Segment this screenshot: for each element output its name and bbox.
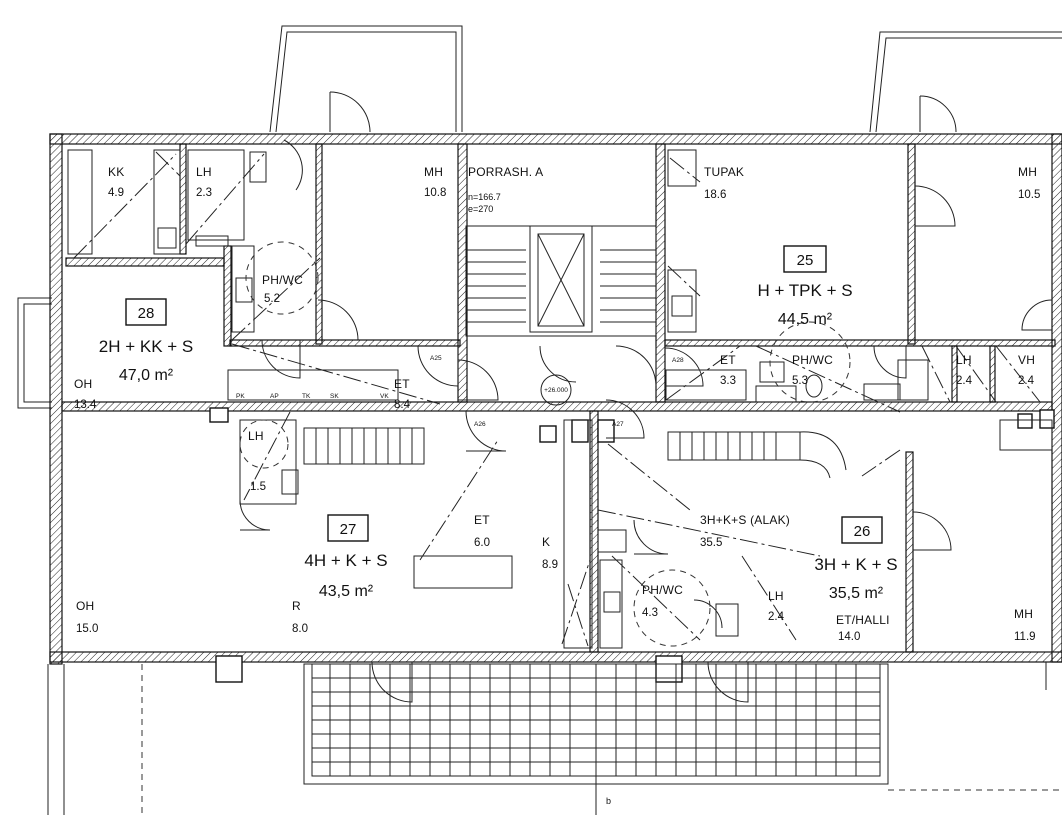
room-kk-area: 4.9	[108, 187, 124, 199]
fixture-ap: AP	[270, 393, 279, 400]
room-oh-area: 13.4	[74, 399, 97, 411]
room-et3-area: 6.0	[474, 537, 490, 549]
room-phwc3-name: PH/WC	[642, 583, 683, 597]
apartment-labels: 28 2H + KK + S 47,0 m² 27 4H + K + S 43,…	[99, 252, 898, 602]
room-et-area: 8.4	[394, 399, 411, 411]
apartment-27-type: 4H + K + S	[304, 551, 387, 570]
inner-stair-26	[667, 431, 847, 479]
stairwell	[465, 225, 657, 406]
room-r-name: R	[292, 599, 301, 613]
window-marks	[209, 407, 1055, 683]
stair-note-2: e=270	[468, 204, 493, 214]
apartment-28-size: 47,0 m²	[119, 367, 174, 384]
room-alak-name: 3H+K+S (ALAK)	[700, 513, 790, 527]
outline-dashed	[47, 664, 1062, 815]
apartment-26-size: 35,5 m²	[829, 585, 884, 602]
apartment-28-number: 28	[138, 305, 155, 322]
room-lh2-name: LH	[956, 353, 972, 367]
room-oh2-area: 15.0	[76, 623, 98, 635]
room-kk-name: KK	[108, 165, 124, 179]
room-tupak-name: TUPAK	[704, 165, 744, 179]
room-alak-area: 35.5	[700, 537, 722, 549]
room-k-name: K	[542, 535, 550, 549]
balcony-top-left	[269, 25, 463, 133]
room-phwc2-name: PH/WC	[792, 353, 833, 367]
room-mh2-area: 10.5	[1018, 189, 1040, 201]
outer-walls	[49, 133, 1062, 665]
apartment-25-size: 44,5 m²	[778, 311, 833, 328]
apartment-26-number: 26	[854, 523, 871, 540]
room-mh2-name: MH	[1018, 165, 1037, 179]
fixture-pk: PK	[236, 393, 245, 400]
room-phwc-name: PH/WC	[262, 273, 303, 287]
apartment-25-type: H + TPK + S	[757, 281, 852, 300]
doors	[239, 91, 1053, 703]
room-et2-name: ET	[720, 353, 736, 367]
room-oh2-name: OH	[76, 599, 94, 613]
fixture-sk: SK	[330, 393, 339, 400]
room-lh3-area: 1.5	[250, 481, 266, 493]
sightlines	[73, 151, 1041, 647]
fixture-tk: TK	[302, 393, 311, 400]
stairwell-name: PORRASH. A	[468, 165, 543, 179]
room-lh4-name: LH	[768, 589, 784, 603]
room-vh-name: VH	[1018, 353, 1035, 367]
apartment-27-number: 27	[340, 521, 357, 538]
room-labels: KK 4.9 LH 2.3 MH 10.8 PH/WC 5.2 OH 13.4 …	[74, 165, 1040, 643]
axis-marker: b	[606, 796, 611, 806]
room-tupak-area: 18.6	[704, 189, 726, 201]
room-ethalli-name: ET/HALLI	[836, 613, 890, 627]
apartment-boxes	[125, 245, 883, 544]
room-mh3-area: 11.9	[1014, 631, 1036, 643]
room-lh-area: 2.3	[196, 187, 212, 199]
room-et2-area: 3.3	[720, 375, 736, 387]
room-mh-area: 10.8	[424, 187, 446, 199]
door-tag-a28: A28	[672, 357, 684, 364]
door-tag-a27: A27	[612, 421, 624, 428]
room-ethalli-area: 14.0	[838, 631, 860, 643]
room-et-name: ET	[394, 377, 410, 391]
inner-stair-27	[303, 427, 425, 465]
apartment-27-size: 43,5 m²	[319, 583, 374, 600]
stair-note-1: n=166.7	[468, 192, 501, 202]
room-phwc-area: 5.2	[264, 293, 280, 305]
apartment-26-type: 3H + K + S	[814, 555, 897, 574]
room-phwc3-area: 4.3	[642, 607, 658, 619]
terrace	[303, 663, 889, 785]
room-lh3-name: LH	[248, 429, 264, 443]
room-phwc2-area: 5.3	[792, 375, 808, 387]
room-et3-name: ET	[474, 513, 490, 527]
room-lh2-area: 2.4	[956, 375, 973, 387]
room-mh-name: MH	[424, 165, 443, 179]
markers: +26.000 A25 A26 A28 A27 b PK VK SK TK AP	[236, 355, 684, 806]
room-r-area: 8.0	[292, 623, 308, 635]
door-tag-a26: A26	[474, 421, 486, 428]
room-oh-name: OH	[74, 377, 92, 391]
door-tag-a25: A25	[430, 355, 442, 362]
room-vh-area: 2.4	[1018, 375, 1035, 387]
fixtures	[67, 149, 1053, 649]
apartment-28-type: 2H + KK + S	[99, 337, 194, 356]
room-lh4-area: 2.4	[768, 611, 785, 623]
fixture-vk: VK	[380, 393, 389, 400]
room-lh-name: LH	[196, 165, 212, 179]
room-k-area: 8.9	[542, 559, 558, 571]
apartment-25-number: 25	[797, 252, 814, 269]
interior-walls	[61, 143, 1056, 653]
balcony-top-right	[869, 31, 1062, 133]
room-mh3-name: MH	[1014, 607, 1033, 621]
level-marker: +26.000	[544, 387, 568, 394]
bay-window-left	[17, 297, 52, 409]
